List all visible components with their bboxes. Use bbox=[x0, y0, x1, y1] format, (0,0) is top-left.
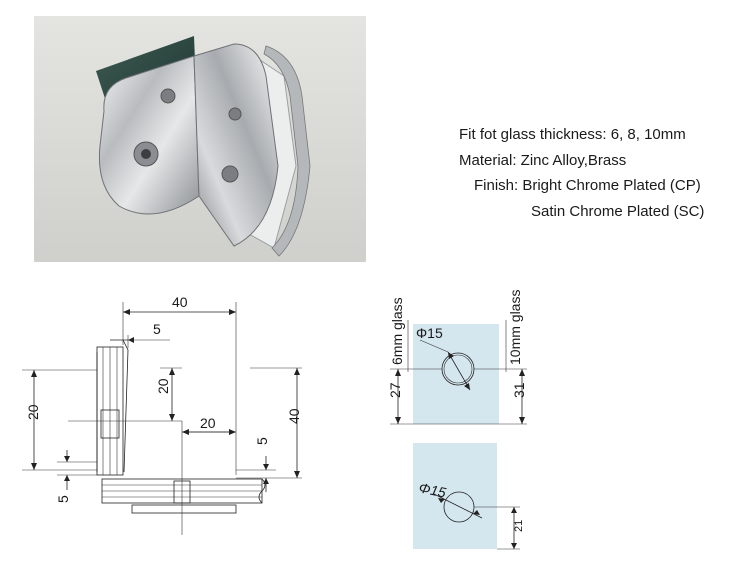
spec-glass-thickness: Fit fot glass thickness: 6, 8, 10mm bbox=[459, 126, 686, 143]
dim-right-40: 40 bbox=[286, 408, 302, 424]
hole-view-bottom: 21 Φ15 bbox=[413, 443, 525, 550]
dim-top-5: 5 bbox=[153, 321, 161, 337]
dim-hole-bottom-21: 21 bbox=[513, 520, 525, 532]
label-10mm-glass: 10mm glass bbox=[507, 290, 523, 365]
dim-bottom-5: 5 bbox=[55, 495, 71, 503]
label-diameter-bottom: Φ15 bbox=[417, 479, 447, 500]
dim-hole-top-31: 31 bbox=[511, 382, 527, 398]
dim-hole-top-27: 27 bbox=[387, 382, 403, 398]
spec-material: Material: Zinc Alloy,Brass bbox=[459, 152, 627, 169]
dim-mid-horizontal-20: 20 bbox=[200, 415, 216, 431]
dim-top-40: 40 bbox=[172, 294, 188, 310]
label-diameter-top: Φ15 bbox=[416, 325, 443, 341]
label-6mm-glass: 6mm glass bbox=[389, 297, 405, 365]
hole-view-top: 27 31 6mm glass 10mm glass Φ15 bbox=[387, 290, 527, 425]
spec-finish-cp: Finish: Bright Chrome Plated (CP) bbox=[474, 177, 701, 194]
specifications: Fit fot glass thickness: 6, 8, 10mm Mate… bbox=[0, 0, 750, 260]
product-photo bbox=[34, 16, 366, 262]
dim-mid-vertical-20: 20 bbox=[155, 378, 171, 394]
spec-finish-sc: Satin Chrome Plated (SC) bbox=[531, 203, 705, 220]
dim-right-5: 5 bbox=[254, 437, 270, 445]
dim-left-20: 20 bbox=[25, 404, 41, 420]
side-view-drawing: 40 5 20 20 20 5 40 5 bbox=[22, 294, 302, 535]
